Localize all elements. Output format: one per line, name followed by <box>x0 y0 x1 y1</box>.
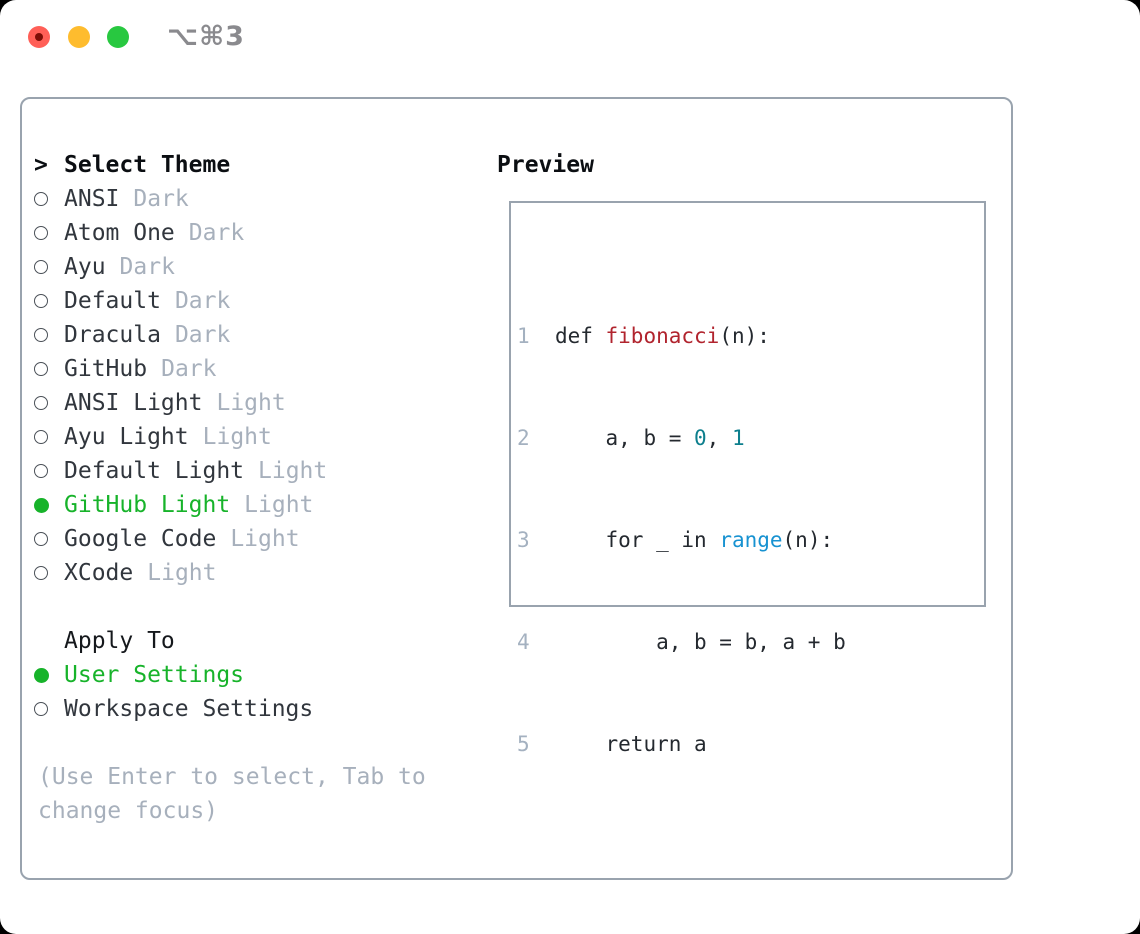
code-line: 3 for _ in range(n): <box>517 528 834 552</box>
preview-title: Preview <box>497 152 594 178</box>
radio-selected-icon <box>34 497 49 513</box>
line-number: 2 <box>517 426 555 450</box>
window-title: ⌥⌘3 <box>167 21 245 52</box>
theme-option-ayu-dark[interactable]: Ayu Dark <box>34 250 464 284</box>
apply-option-user-settings[interactable]: User Settings <box>34 658 464 692</box>
spacer <box>34 590 464 624</box>
line-number: 5 <box>517 732 555 756</box>
zoom-button[interactable] <box>107 26 129 48</box>
theme-list-header: > Select Theme <box>34 148 464 182</box>
radio-icon <box>34 260 48 274</box>
theme-option-google-code-light[interactable]: Google Code Light <box>34 522 464 556</box>
theme-list: > Select Theme ANSI Dark Atom One Dark A… <box>34 148 464 828</box>
radio-icon <box>34 396 48 410</box>
line-number: 3 <box>517 528 555 552</box>
apply-option-workspace-settings[interactable]: Workspace Settings <box>34 692 464 726</box>
cursor-chevron-icon: > <box>34 152 48 178</box>
theme-option-default-dark[interactable]: Default Dark <box>34 284 464 318</box>
radio-icon <box>34 532 48 546</box>
theme-option-ansi-dark[interactable]: ANSI Dark <box>34 182 464 216</box>
preview-pane: 1 def fibonacci(n): 2 a, b = 0, 1 3 for … <box>509 201 986 756</box>
code-line: 5 return a <box>517 732 707 756</box>
spacer <box>34 726 464 760</box>
theme-option-default-light[interactable]: Default Light Light <box>34 454 464 488</box>
radio-icon <box>34 430 48 444</box>
line-number: 4 <box>517 630 555 654</box>
code-line: 4 a, b = b, a + b <box>517 630 846 654</box>
minimize-button[interactable] <box>68 26 90 48</box>
radio-icon <box>34 294 48 308</box>
code-sample: 1 def fibonacci(n): 2 a, b = 0, 1 3 for … <box>517 251 909 934</box>
theme-option-ayu-light[interactable]: Ayu Light Light <box>34 420 464 454</box>
radio-icon <box>34 702 48 716</box>
hint-text-line2: change focus) <box>38 798 219 824</box>
theme-option-xcode-light[interactable]: XCode Light <box>34 556 464 590</box>
radio-icon <box>34 566 48 580</box>
code-line: 2 a, b = 0, 1 <box>517 426 745 450</box>
apply-to-title: Apply To <box>64 628 175 654</box>
line-number: 1 <box>517 324 555 348</box>
radio-selected-icon <box>34 667 49 683</box>
radio-icon <box>34 328 48 342</box>
radio-icon <box>34 362 48 376</box>
blank-line <box>517 829 909 863</box>
theme-option-atom-one-dark[interactable]: Atom One Dark <box>34 216 464 250</box>
hint-text-line1: (Use Enter to select, Tab to <box>38 764 426 790</box>
radio-icon <box>34 192 48 206</box>
theme-option-dracula-dark[interactable]: Dracula Dark <box>34 318 464 352</box>
theme-list-title: Select Theme <box>64 152 231 178</box>
code-line: 1 def fibonacci(n): <box>517 324 770 348</box>
theme-option-ansi-light[interactable]: ANSI Light Light <box>34 386 464 420</box>
apply-to-header: Apply To <box>34 624 464 658</box>
theme-option-github-light[interactable]: GitHub Light Light <box>34 488 464 522</box>
radio-icon <box>34 464 48 478</box>
radio-icon <box>34 226 48 240</box>
theme-option-github-dark[interactable]: GitHub Dark <box>34 352 464 386</box>
close-button[interactable] <box>28 26 50 48</box>
